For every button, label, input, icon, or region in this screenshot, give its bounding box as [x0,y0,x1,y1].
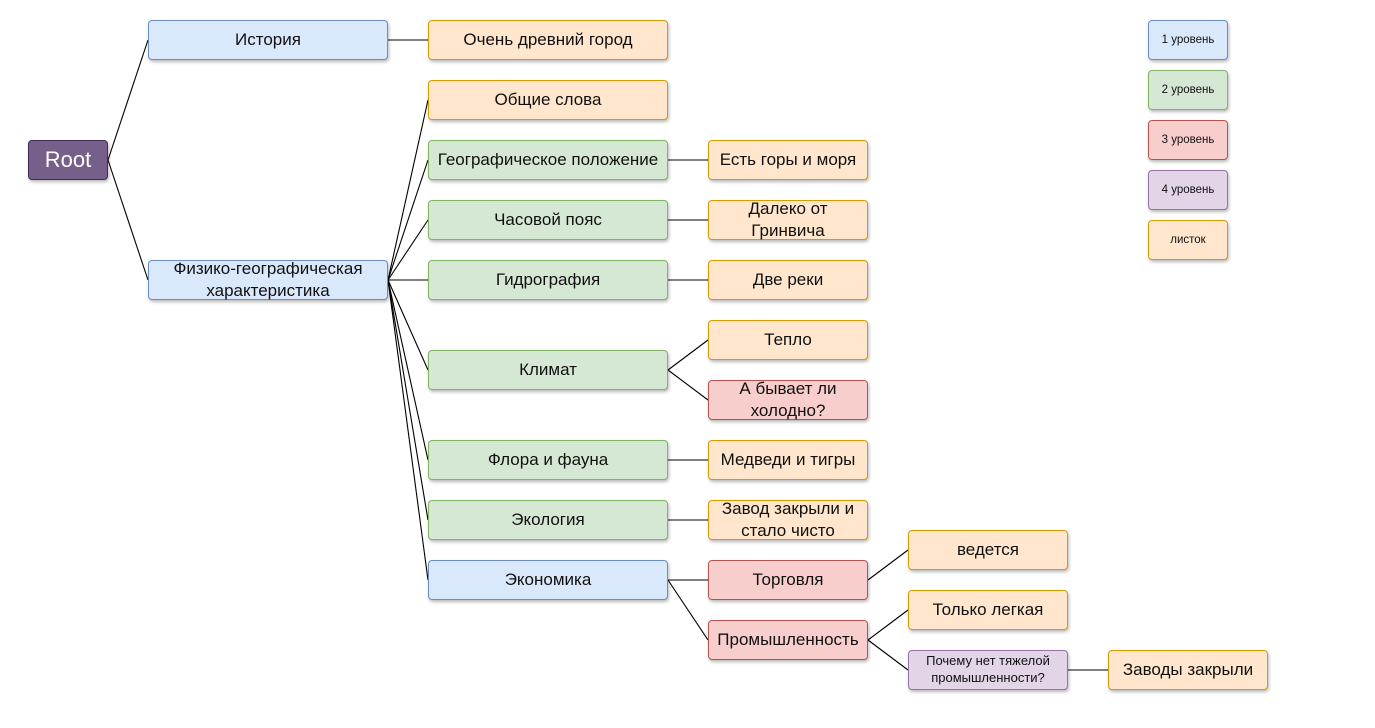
economy-node[interactable]: Экономика [428,560,668,600]
plant-closed-leaf[interactable]: Завод закрыли и стало чисто [708,499,868,540]
connector-root-physgeo [107,159,149,281]
mountains-seas-leaf[interactable]: Есть горы и моря [708,140,868,180]
legend-level-1: 1 уровень [1148,20,1228,60]
warm-leaf[interactable]: Тепло [708,320,868,360]
timezone-node[interactable]: Часовой пояс [428,200,668,240]
climate-node[interactable]: Климат [428,350,668,390]
connector-climate-warm [667,339,709,371]
connector-industry-whyheavy [867,639,909,671]
connector-physgeo-general [387,99,429,281]
connector-trade-conducted [867,549,909,581]
connector-root-history [107,39,149,161]
connector-climate-cold [667,369,709,401]
connector-physgeo-flora [387,279,429,461]
two-rivers-leaf[interactable]: Две реки [708,260,868,300]
connector-physgeo-climate [387,279,429,371]
connector-physgeo-economy [387,279,429,581]
trade-node[interactable]: Торговля [708,560,868,600]
far-from-greenwich-leaf[interactable]: Далеко от Гринвича [708,199,868,240]
ecology-node[interactable]: Экология [428,500,668,540]
conducted-leaf[interactable]: ведется [908,530,1068,570]
flora-fauna-node[interactable]: Флора и фауна [428,440,668,480]
general-words-leaf[interactable]: Общие слова [428,80,668,120]
physical-geography-node[interactable]: Физико-географическая характеристика [148,259,388,300]
connector-physgeo-ecology [387,279,429,521]
very-old-city-leaf[interactable]: Очень древний город [428,20,668,60]
connector-physgeo-timezone [387,219,429,281]
connector-physgeo-geopos [387,159,429,281]
geographic-position-node[interactable]: Географическое положение [428,140,668,180]
legend-leaf: листок [1148,220,1228,260]
legend-level-2: 2 уровень [1148,70,1228,110]
connector-industry-light [867,609,909,641]
legend-level-3: 3 уровень [1148,120,1228,160]
plants-closed-leaf[interactable]: Заводы закрыли [1108,650,1268,690]
is-it-cold-node[interactable]: А бывает ли холодно? [708,379,868,420]
bears-tigers-leaf[interactable]: Медведи и тигры [708,440,868,480]
industry-node[interactable]: Промышленность [708,620,868,660]
root-node[interactable]: Root [28,140,108,180]
why-no-heavy-industry-node[interactable]: Почему нет тяжелой промышленности? [908,650,1068,690]
hydrography-node[interactable]: Гидрография [428,260,668,300]
connector-economy-industry [667,579,709,641]
history-node[interactable]: История [148,20,388,60]
legend-level-4: 4 уровень [1148,170,1228,210]
only-light-leaf[interactable]: Только легкая [908,590,1068,630]
